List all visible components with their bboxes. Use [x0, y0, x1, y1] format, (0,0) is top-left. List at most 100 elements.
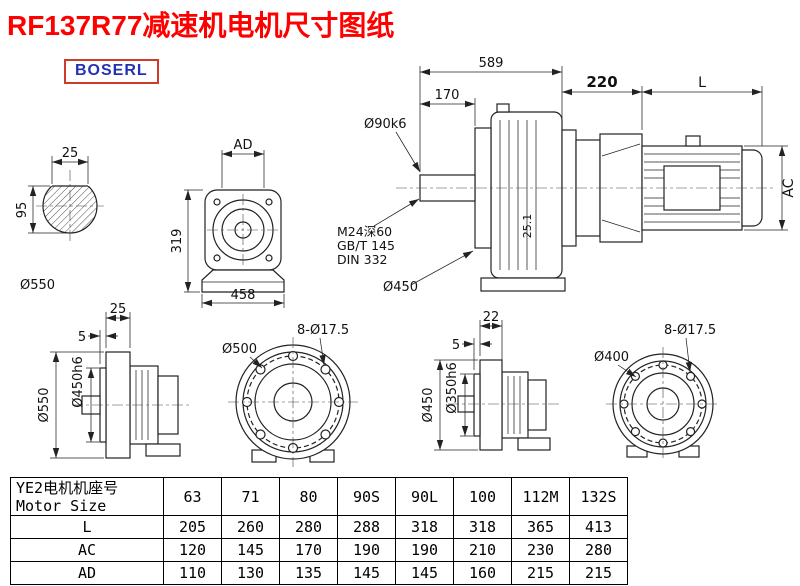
dim-22-label: 22: [483, 310, 500, 325]
table-col-header: 132S: [569, 477, 628, 516]
dim-5-label: 5: [78, 330, 86, 345]
table-col-header: 80: [279, 477, 338, 516]
dim-spigot-d350h6: Ø350h6: [445, 362, 473, 437]
dim-spigot-5b: 5: [452, 338, 492, 370]
table-cell: 160: [453, 561, 512, 585]
dim-L-label: L: [698, 75, 706, 91]
view-flange-face-large: Ø500 8-Ø17.5: [222, 323, 358, 467]
view-gearbox-front: AD 319 458: [170, 138, 285, 308]
dim-bolt-circle-d400: Ø400: [594, 350, 637, 378]
table-cell: 318: [453, 515, 512, 539]
view-flange-side-large: 25 5 Ø550 Ø450h6: [37, 302, 190, 459]
table-cell: 318: [395, 515, 454, 539]
dim-458-label: 458: [231, 288, 256, 303]
dim-d550-label: Ø550: [20, 278, 55, 293]
row-label: L: [10, 515, 164, 539]
row-label: AC: [10, 538, 164, 562]
table-cell: 365: [511, 515, 570, 539]
note-gbt145-label: GB/T 145: [337, 238, 395, 253]
dim-25-label: 25: [110, 302, 127, 317]
dim-bolt-circle-d500: Ø500: [222, 342, 263, 369]
table-cell: 110: [163, 561, 222, 585]
table-cell: 190: [337, 538, 396, 562]
motor-eyebolt: [685, 135, 701, 147]
flange-plate-small: [479, 359, 503, 451]
row-label: AD: [10, 561, 164, 585]
view-flange-side-small: 22 5 Ø450 Ø350h6: [421, 310, 562, 451]
dim-shaft-height: 95: [15, 185, 66, 234]
table-cell: 215: [511, 561, 570, 585]
dim-8xd17-5-label: 8-Ø17.5: [297, 323, 349, 338]
table-cell: 170: [279, 538, 338, 562]
dim-thickness-22: 22: [479, 310, 503, 368]
dim-170-label: 170: [435, 88, 460, 103]
table-cell: 145: [221, 538, 280, 562]
table-col-header: 63: [163, 477, 222, 516]
table-cell: 260: [221, 515, 280, 539]
header-label-en: Motor Size: [16, 496, 107, 515]
motor-size-table: YE2电机机座号 Motor Size 63 71 80 90S 90L 100…: [10, 477, 628, 585]
dim-8xd17-5-label: 8-Ø17.5: [664, 323, 716, 338]
dim-bolt-holes-small: 8-Ø17.5: [664, 323, 716, 373]
dim-319-label: 319: [170, 229, 185, 254]
dim-d500-label: Ø500: [222, 342, 257, 357]
dim-220-label: 220: [586, 73, 617, 91]
table-cell: 120: [163, 538, 222, 562]
dim-spigot-5: 5: [78, 330, 118, 364]
dim-220-L: 220 L: [562, 73, 763, 146]
dim-ad: AD: [221, 138, 265, 188]
table-cell: 135: [279, 561, 338, 585]
table-header-motor-size: YE2电机机座号 Motor Size: [10, 477, 164, 516]
dim-ac: AC: [744, 145, 797, 231]
brand-logo: BOSERL: [64, 59, 159, 84]
table-cell: 210: [453, 538, 512, 562]
table-col-header: 90L: [395, 477, 454, 516]
table-cell: 288: [337, 515, 396, 539]
dim-95-label: 95: [15, 202, 30, 219]
dim-spigot-d450h6: Ø450h6: [71, 356, 99, 443]
dim-458: 458: [201, 288, 285, 308]
brand-name: BOSERL: [75, 62, 148, 79]
table-cell: 230: [511, 538, 570, 562]
lifting-lug: [496, 103, 510, 113]
dim-d90k6-label: Ø90k6: [364, 117, 407, 132]
dim-output-flange: Ø450: [383, 250, 474, 295]
dim-d450-label: Ø450: [421, 387, 436, 422]
dim-bolt-holes-large: 8-Ø17.5: [297, 323, 349, 366]
dim-319: 319: [170, 189, 203, 293]
dim-170: 170: [420, 88, 476, 126]
dim-shaft-dia: Ø90k6: [364, 117, 421, 173]
view-shaft-section: 25 95 Ø550: [15, 146, 104, 293]
table-col-header: 71: [221, 477, 280, 516]
table-row-L: L 205 260 280 288 318 318 365 413: [10, 515, 628, 539]
header-label-cn: YE2电机机座号: [16, 478, 119, 497]
dim-d400-label: Ø400: [594, 350, 629, 365]
dim-key-width: 25: [51, 146, 89, 184]
table-cell: 280: [569, 538, 628, 562]
dim-d350h6-label: Ø350h6: [445, 362, 460, 414]
dim-589-label: 589: [479, 56, 504, 71]
dim-589: 589: [419, 56, 563, 172]
table-row-AC: AC 120 145 170 190 190 210 230 280: [10, 538, 628, 562]
table-cell: 130: [221, 561, 280, 585]
table-col-header: 100: [453, 477, 512, 516]
dim-ad-label: AD: [234, 138, 253, 153]
table-cell: 280: [279, 515, 338, 539]
dim-thickness-25: 25: [105, 302, 131, 348]
table-cell: 205: [163, 515, 222, 539]
dim-d450h6-label: Ø450h6: [71, 356, 86, 408]
table-cell: 413: [569, 515, 628, 539]
table-header-row: YE2电机机座号 Motor Size 63 71 80 90S 90L 100…: [10, 477, 628, 516]
page-title: RF137R77减速机电机尺寸图纸: [7, 10, 395, 41]
note-m24-label: M24深60: [337, 224, 392, 239]
dim-ac-label: AC: [781, 178, 797, 197]
table-cell: 215: [569, 561, 628, 585]
table-col-header: 112M: [511, 477, 570, 516]
dim-25-1-label: 25.1: [521, 214, 534, 239]
dim-25-label: 25: [62, 146, 79, 161]
gear-housing-foot: [480, 277, 566, 292]
table-col-header: 90S: [337, 477, 396, 516]
dim-d450-label: Ø450: [383, 280, 418, 295]
view-flange-face-small: Ø400 8-Ø17.5: [594, 323, 720, 461]
housing-base: [201, 269, 285, 293]
